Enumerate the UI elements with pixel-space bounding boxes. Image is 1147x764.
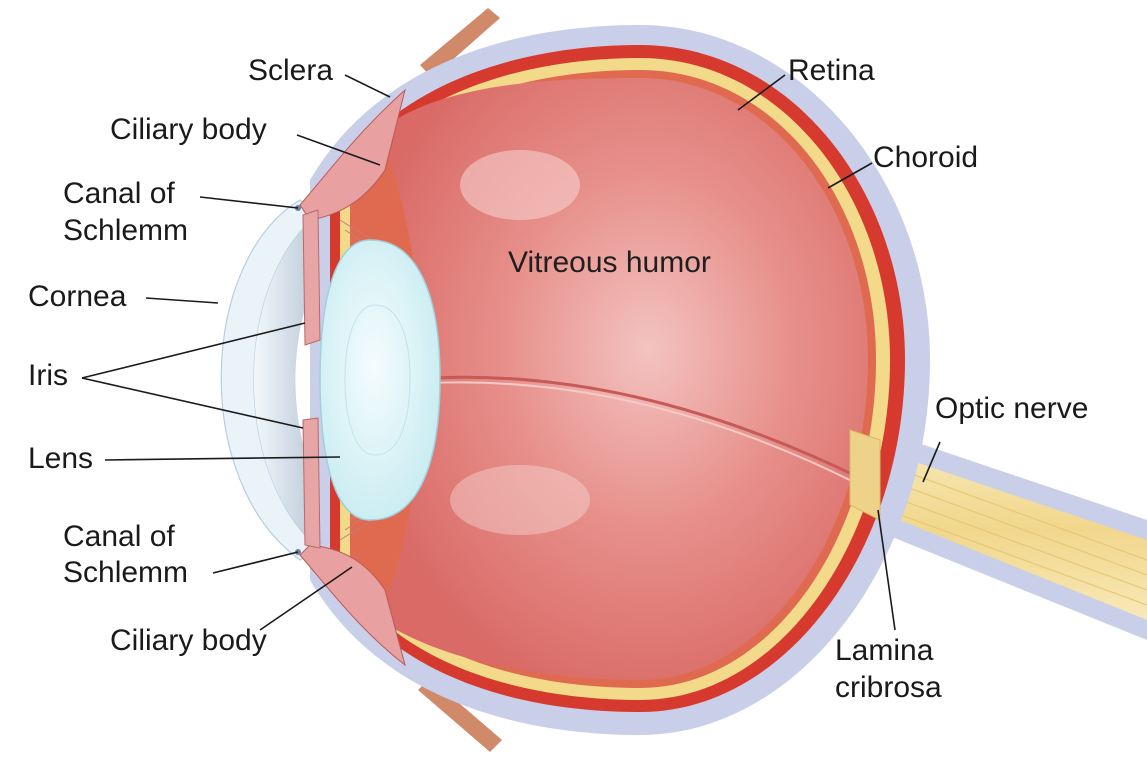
label-sclera: Sclera — [248, 54, 333, 87]
optic-nerve-fibers — [859, 454, 1147, 606]
vitreous-highlight-bottom — [450, 465, 590, 535]
label-canal-bottom-line1: Canal of — [63, 520, 175, 553]
lens-shape — [319, 239, 441, 521]
vitreous-fold — [429, 375, 861, 480]
label-canal-top-line2: Schlemm — [63, 214, 188, 247]
lamina-cribrosa-shape — [849, 429, 881, 521]
muscle-bottom — [418, 678, 502, 752]
label-lamina-line1: Lamina — [835, 634, 934, 667]
label-choroid: Choroid — [873, 141, 978, 174]
label-lens: Lens — [28, 442, 93, 475]
label-ciliary-body-top: Ciliary body — [110, 113, 267, 146]
label-canal-top-line1: Canal of — [63, 177, 175, 210]
label-lamina-line2: cribrosa — [835, 671, 942, 704]
label-vitreous-humor: Vitreous humor — [508, 246, 711, 279]
ciliary-body-bottom-shape — [299, 544, 406, 667]
leader-lines — [81, 74, 941, 631]
vitreous-humor — [380, 78, 868, 680]
vitreous-fold-highlight — [429, 381, 859, 485]
lens-nucleus — [344, 304, 411, 456]
iris-top-shape — [302, 209, 321, 346]
muscle-top — [420, 8, 500, 78]
label-ciliary-body-bottom: Ciliary body — [110, 624, 267, 657]
label-iris: Iris — [28, 359, 68, 392]
iris-bottom-shape — [302, 417, 321, 549]
label-optic-nerve: Optic nerve — [935, 392, 1088, 425]
anterior-chamber — [253, 215, 318, 548]
label-canal-bottom-line2: Schlemm — [63, 556, 188, 589]
optic-nerve — [850, 440, 1147, 620]
label-retina: Retina — [788, 54, 875, 87]
label-cornea: Cornea — [28, 280, 127, 313]
vitreous-highlight-top — [460, 150, 580, 220]
